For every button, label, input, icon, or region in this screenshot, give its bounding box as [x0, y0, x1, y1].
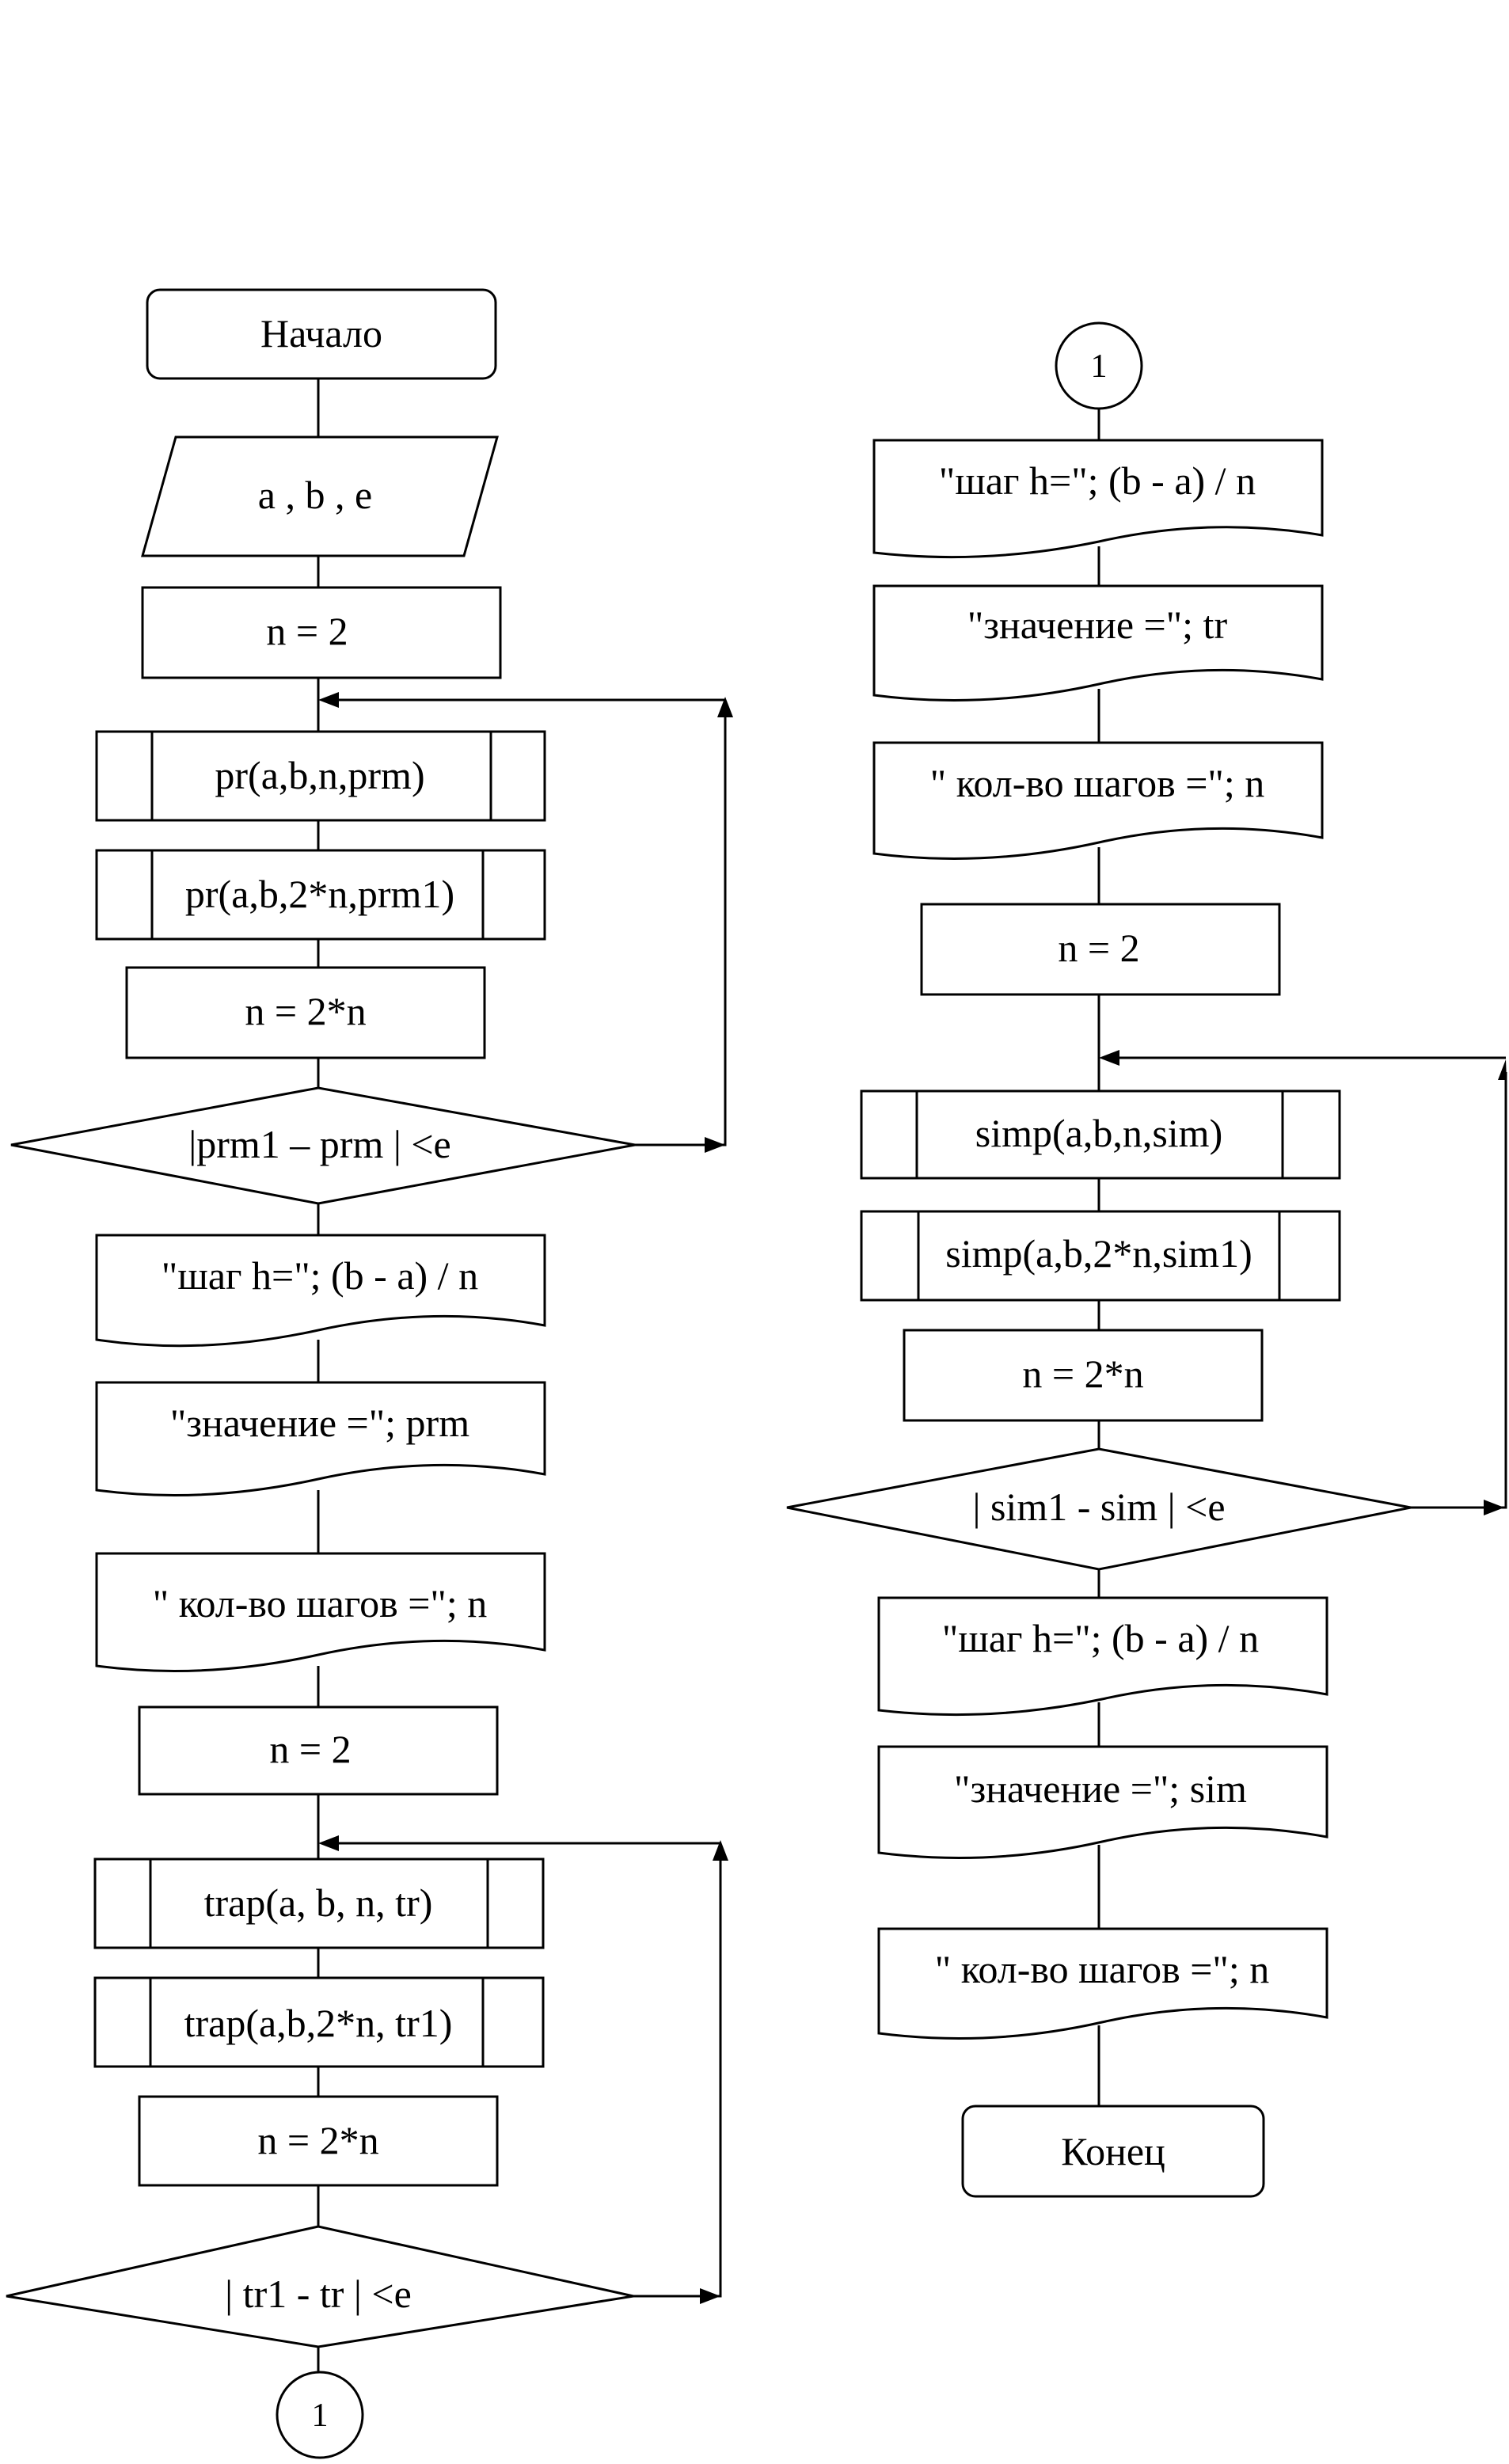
end-label: Конец [1061, 2129, 1165, 2173]
subroutine-simp-2 [860, 1210, 1341, 1302]
loop-line-2 [633, 1853, 722, 2298]
output-value-2 [872, 584, 1324, 702]
connector-label: 1 [1091, 348, 1108, 385]
start-terminator [146, 288, 497, 380]
arrow-right [705, 1137, 725, 1153]
process-label: n = 2 [269, 1727, 351, 1771]
subroutine-pr-1 [95, 730, 546, 822]
subroutine-label: simp(a,b,2*n,sim1) [945, 1231, 1252, 1276]
output-step-3 [877, 1596, 1328, 1717]
output-value-3 [877, 1745, 1328, 1859]
subroutine-trap-2 [93, 1976, 545, 2068]
subroutine-label: pr(a,b,2*n,prm1) [185, 872, 454, 916]
output-label: "шаг h="; (b - a) / n [162, 1253, 478, 1298]
output-label: "шаг h="; (b - a) / n [942, 1616, 1259, 1660]
loop-line-1 [635, 709, 727, 1146]
process-n-init-3 [920, 903, 1281, 996]
end-terminator [961, 2105, 1265, 2198]
output-label: "значение ="; sim [954, 1766, 1247, 1811]
process-n-init-2 [138, 1705, 499, 1796]
subroutine-pr-2 [95, 849, 546, 941]
output-step-1 [95, 1234, 546, 1348]
output-label: "значение ="; prm [170, 1401, 469, 1445]
arrow-up [1498, 1059, 1507, 1080]
connector-circle [276, 2371, 364, 2459]
decision-2 [6, 2225, 634, 2348]
decision-label: | sim1 - sim | <e [972, 1485, 1225, 1529]
connector-circle [1055, 321, 1143, 410]
start-label: Начало [260, 311, 382, 356]
output-label: "значение ="; tr [967, 603, 1228, 647]
output-label: " кол-во шагов ="; n [935, 1947, 1269, 1991]
process-label: n = 2*n [257, 2118, 378, 2162]
decision-label: |prm1 – prm | <e [188, 1122, 451, 1166]
output-count-1 [95, 1552, 546, 1672]
output-value-1 [95, 1381, 546, 1496]
arrow-up [713, 1840, 728, 1861]
connector-label: 1 [312, 2397, 329, 2434]
subroutine-simp-1 [860, 1089, 1341, 1180]
subroutine-label: trap(a,b,2*n, tr1) [184, 2001, 453, 2045]
output-count-3 [877, 1927, 1328, 2040]
arrow-right [1484, 1500, 1504, 1515]
process-label: n = 2 [266, 609, 348, 653]
process-n-init-1 [141, 586, 502, 679]
process-n-double-1 [125, 966, 486, 1059]
output-label: " кол-во шагов ="; n [930, 761, 1264, 805]
subroutine-label: simp(a,b,n,sim) [975, 1111, 1222, 1155]
input-parallelogram [141, 435, 499, 557]
loop-line-3 [1411, 1072, 1507, 1509]
input-label: a , b , e [258, 473, 372, 517]
subroutine-label: pr(a,b,n,prm) [215, 753, 424, 797]
subroutine-trap-1 [93, 1858, 545, 1949]
output-count-2 [872, 741, 1324, 860]
output-label: "шаг h="; (b - a) / n [939, 458, 1256, 503]
arrow-right [700, 2288, 720, 2304]
decision-3 [786, 1447, 1412, 1571]
output-step-2 [872, 439, 1324, 559]
arrow-left [318, 692, 339, 708]
process-label: n = 2*n [1022, 1352, 1143, 1396]
arrow-left [1099, 1050, 1119, 1066]
subroutine-label: trap(a, b, n, tr) [204, 1880, 433, 1925]
process-label: n = 2 [1058, 926, 1139, 970]
process-n-double-3 [903, 1329, 1264, 1422]
process-label: n = 2*n [245, 989, 366, 1033]
decision-label: | tr1 - tr | <e [225, 2272, 412, 2316]
arrow-left [318, 1835, 339, 1851]
output-label: " кол-во шагов ="; n [153, 1581, 487, 1626]
process-n-double-2 [138, 2095, 499, 2187]
decision-1 [10, 1086, 636, 1205]
arrow-up [717, 697, 733, 717]
